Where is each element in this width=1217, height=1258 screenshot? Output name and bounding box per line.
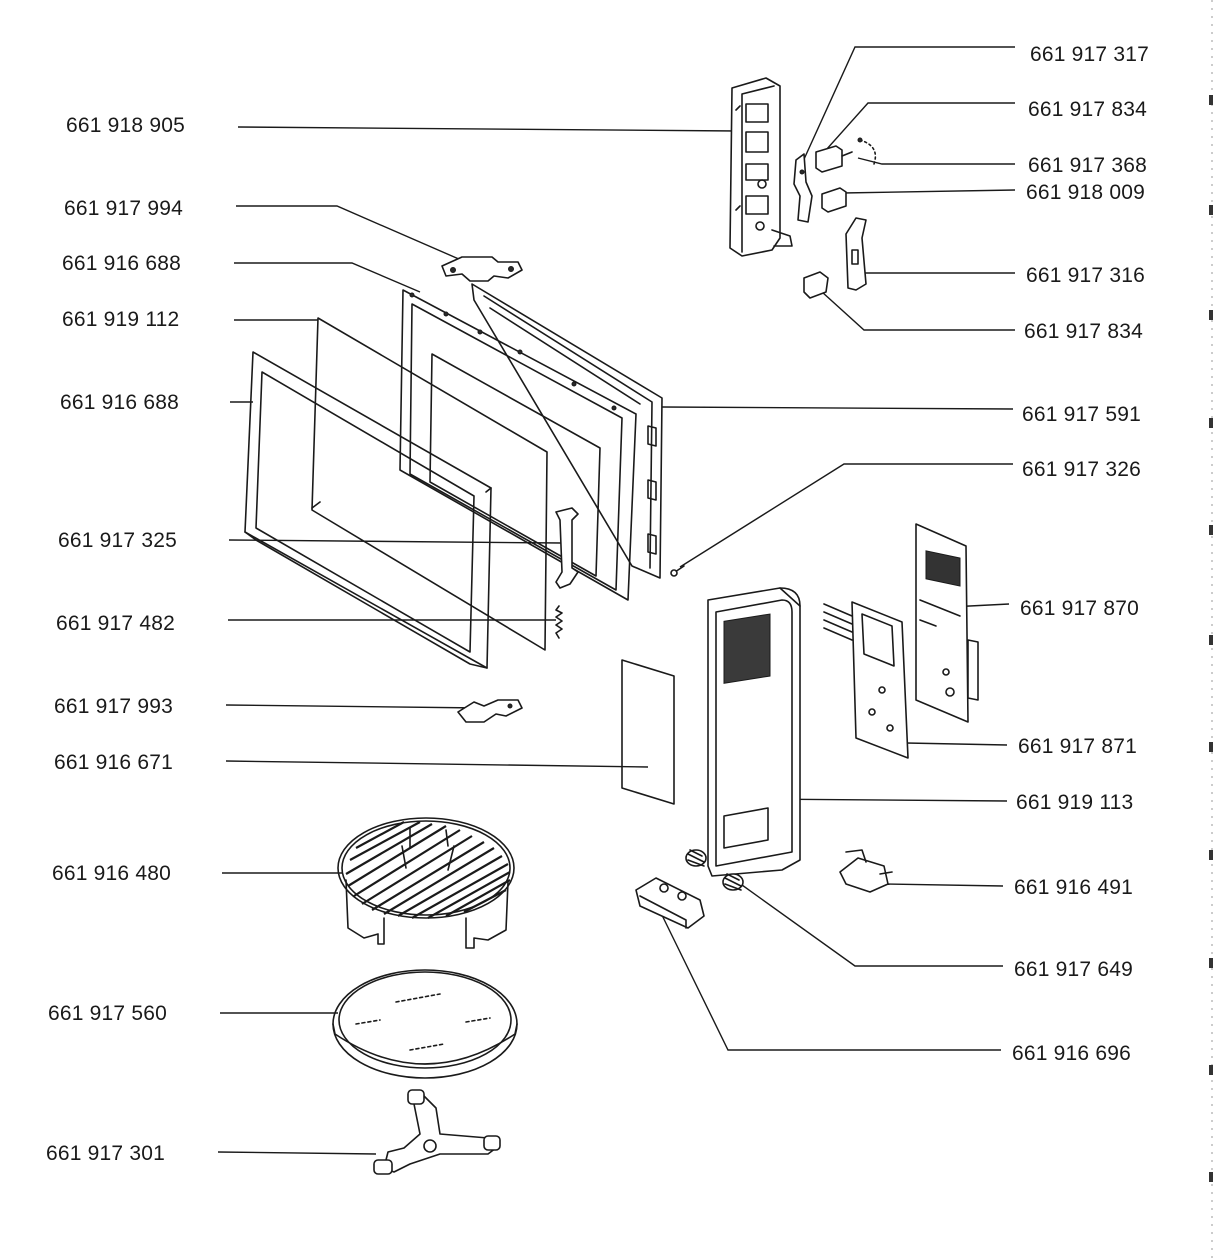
door-middle-frame xyxy=(399,289,637,601)
leader-p2 xyxy=(236,205,469,264)
door-switch-clip xyxy=(839,849,893,893)
leader-p20 xyxy=(679,463,1013,568)
part-label-p9: 661 916 671 xyxy=(54,751,173,774)
interlock-lever xyxy=(793,153,813,223)
door-latch-hook xyxy=(555,507,579,589)
part-labels: 661 918 905 661 917 994 661 916 688 661 … xyxy=(46,43,1149,1165)
part-label-p23: 661 919 113 xyxy=(1016,791,1133,814)
microswitch-top xyxy=(815,145,853,173)
part-label-p3: 661 916 688 xyxy=(62,252,181,275)
button-springs xyxy=(685,849,744,891)
door-release-button xyxy=(635,877,705,929)
leader-p18 xyxy=(821,291,1015,331)
leader-p16 xyxy=(841,189,1016,194)
leader-p13 xyxy=(799,46,1015,169)
switch-wire xyxy=(857,137,877,165)
part-label-p15: 661 917 368 xyxy=(1028,154,1147,177)
leader-lines xyxy=(217,46,1016,1155)
part-label-p16: 661 918 009 xyxy=(1026,181,1145,204)
part-label-p25: 661 917 649 xyxy=(1014,958,1133,981)
part-label-p8: 661 917 993 xyxy=(54,695,173,718)
mica-cover-sheet xyxy=(621,659,675,805)
leader-p9 xyxy=(225,760,649,768)
door-glass-panel xyxy=(311,317,548,651)
part-label-p18: 661 917 834 xyxy=(1024,320,1143,343)
glass-turntable-tray xyxy=(332,969,518,1079)
part-label-p4: 661 919 112 xyxy=(62,308,179,331)
leader-p14 xyxy=(825,102,1015,151)
screw xyxy=(670,565,685,577)
part-label-p10: 661 916 480 xyxy=(52,862,171,885)
hinge-bracket-bottom xyxy=(457,699,523,723)
part-label-p17: 661 917 316 xyxy=(1026,264,1145,287)
main-circuit-board xyxy=(915,523,979,723)
keypad-circuit-board xyxy=(823,601,909,759)
part-label-p6: 661 917 325 xyxy=(58,529,177,552)
scan-edge-marks xyxy=(1209,0,1213,1258)
part-label-p13: 661 917 317 xyxy=(1030,43,1149,66)
microswitch-bottom xyxy=(803,271,829,299)
leader-p15 xyxy=(857,157,1015,165)
cooking-rack xyxy=(337,817,515,949)
leader-p12 xyxy=(217,1151,377,1155)
part-label-p20: 661 917 326 xyxy=(1022,458,1141,481)
hinge-bracket-top xyxy=(441,256,523,282)
switch-actuator xyxy=(845,217,867,291)
part-label-p24: 661 916 491 xyxy=(1014,876,1133,899)
leader-p24 xyxy=(886,883,1004,887)
part-label-p19: 661 917 591 xyxy=(1022,403,1141,426)
part-label-p22: 661 917 871 xyxy=(1018,735,1137,758)
microswitch-middle xyxy=(821,187,847,213)
leader-p6 xyxy=(228,539,563,544)
part-label-p12: 661 917 301 xyxy=(46,1142,165,1165)
leader-p19 xyxy=(661,406,1014,410)
leader-p22 xyxy=(905,742,1008,746)
part-label-p1: 661 918 905 xyxy=(66,114,185,137)
door-choke-frame xyxy=(471,283,663,579)
leader-p23 xyxy=(759,798,1008,802)
part-label-p26: 661 916 696 xyxy=(1012,1042,1131,1065)
leader-p25 xyxy=(741,884,1003,967)
switch-holder-bracket xyxy=(729,77,793,257)
leader-p3 xyxy=(234,262,421,293)
leader-p8 xyxy=(225,704,484,709)
control-panel-housing xyxy=(707,587,801,877)
door-front-frame xyxy=(244,351,492,669)
part-label-p21: 661 917 870 xyxy=(1020,597,1139,620)
part-label-p2: 661 917 994 xyxy=(64,197,183,220)
part-label-p14: 661 917 834 xyxy=(1028,98,1147,121)
latch-spring xyxy=(555,605,563,639)
leader-p1 xyxy=(237,126,739,132)
turntable-roller-support xyxy=(373,1089,501,1175)
part-label-p5: 661 916 688 xyxy=(60,391,179,414)
part-label-p11: 661 917 560 xyxy=(48,1002,167,1025)
part-label-p7: 661 917 482 xyxy=(56,612,175,635)
leader-p26 xyxy=(657,906,1001,1051)
